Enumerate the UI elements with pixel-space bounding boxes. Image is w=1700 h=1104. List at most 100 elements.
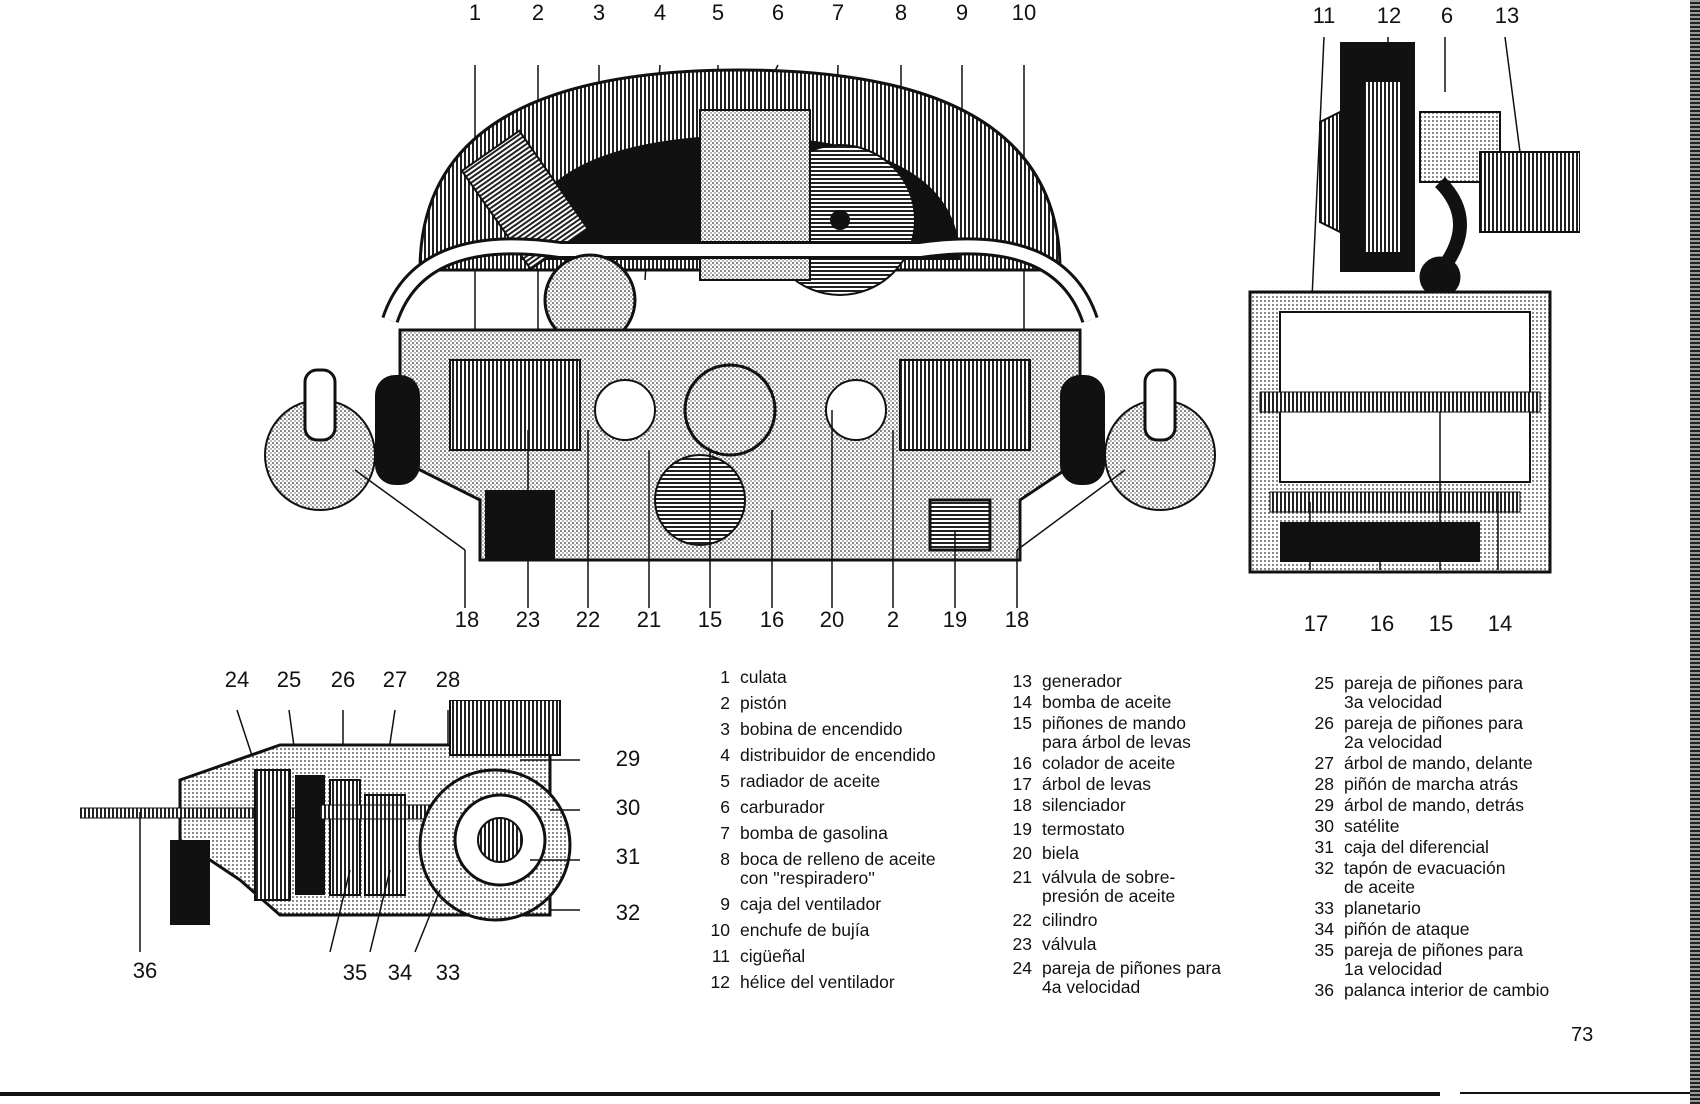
engine-side-illustration xyxy=(1248,36,1580,574)
legend-text: tapón de evacuación de aceite xyxy=(1344,858,1506,897)
legend-item: 12 hélice del ventilador xyxy=(700,973,936,992)
legend-number: 13 xyxy=(1012,671,1032,691)
legend-number: 22 xyxy=(1012,910,1032,930)
legend-text: piñón de marcha atrás xyxy=(1344,774,1519,794)
legend-text: bomba de gasolina xyxy=(740,823,888,843)
callout-label: 24 xyxy=(224,667,250,692)
callout-label: 16 xyxy=(1369,611,1395,636)
legend-text: hélice del ventilador xyxy=(740,972,895,992)
callout-label: 1 xyxy=(468,0,482,25)
legend-text: pareja de piñones para 3a velocidad xyxy=(1344,673,1524,712)
legend-item: 14 bomba de aceite xyxy=(1002,693,1221,712)
legend-text: palanca interior de cambio xyxy=(1344,980,1550,1000)
callout-label: 31 xyxy=(615,844,641,869)
legend-item: 34 piñón de ataque xyxy=(1304,920,1549,939)
legend-number: 25 xyxy=(1314,673,1334,693)
legend-text: boca de relleno de aceite con ''respirad… xyxy=(740,849,936,888)
legend-number: 33 xyxy=(1314,898,1334,918)
callout-label: 6 xyxy=(771,0,785,25)
legend-text: árbol de mando, detrás xyxy=(1344,795,1524,815)
legend-text: planetario xyxy=(1344,898,1421,918)
legend-number: 20 xyxy=(1012,843,1032,863)
legend-number: 3 xyxy=(720,719,730,739)
legend-number: 2 xyxy=(720,693,730,713)
legend-number: 26 xyxy=(1314,713,1334,733)
legend-number: 30 xyxy=(1314,816,1334,836)
callout-label: 28 xyxy=(435,667,461,692)
legend-text: piñón de ataque xyxy=(1344,919,1470,939)
legend-number: 11 xyxy=(711,946,730,966)
legend-text: carburador xyxy=(740,797,825,817)
callout-label: 12 xyxy=(1376,3,1402,28)
callout-label: 16 xyxy=(759,607,785,632)
legend-number: 28 xyxy=(1314,774,1334,794)
callout-label: 30 xyxy=(615,795,641,820)
callout-label: 18 xyxy=(1004,607,1030,632)
legend-number: 12 xyxy=(710,972,730,992)
legend-text: árbol de mando, delante xyxy=(1344,753,1533,773)
callout-label: 15 xyxy=(1428,611,1454,636)
callout-label: 21 xyxy=(636,607,662,632)
legend-text: culata xyxy=(740,667,787,687)
legend-number: 31 xyxy=(1314,837,1334,857)
legend-number: 6 xyxy=(720,797,730,817)
callout-label: 18 xyxy=(454,607,480,632)
legend-text: colador de aceite xyxy=(1042,753,1176,773)
legend-number: 10 xyxy=(710,920,730,940)
legend-number: 24 xyxy=(1012,958,1032,978)
page-bottom-edge-right xyxy=(1460,1092,1690,1094)
legend-item: 25 pareja de piñones para 3a velocidad xyxy=(1304,674,1549,712)
callout-label: 23 xyxy=(515,607,541,632)
callout-label: 22 xyxy=(575,607,601,632)
callout-label: 13 xyxy=(1494,3,1520,28)
legend-number: 14 xyxy=(1012,692,1032,712)
callout-label: 3 xyxy=(592,0,606,25)
legend-text: distribuidor de encendido xyxy=(740,745,936,765)
legend-text: válvula xyxy=(1042,934,1097,954)
callout-label: 27 xyxy=(382,667,408,692)
legend-number: 18 xyxy=(1012,795,1032,815)
callout-label: 9 xyxy=(955,0,969,25)
callout-label: 10 xyxy=(1011,0,1037,25)
legend-text: pareja de piñones para 2a velocidad xyxy=(1344,713,1524,752)
callout-label: 33 xyxy=(435,960,461,985)
legend-text: cilindro xyxy=(1042,910,1098,930)
legend-item: 28 piñón de marcha atrás xyxy=(1304,775,1549,794)
legend-number: 34 xyxy=(1314,919,1334,939)
legend-item: 22 cilindro xyxy=(1002,911,1221,930)
callout-label: 5 xyxy=(711,0,725,25)
legend-text: enchufe de bujía xyxy=(740,920,870,940)
legend-text: bomba de aceite xyxy=(1042,692,1172,712)
callout-label: 26 xyxy=(330,667,356,692)
page-number: 73 xyxy=(1571,1024,1594,1046)
legend-text: silenciador xyxy=(1042,795,1126,815)
legend-column-3: 25 pareja de piñones para 3a velocidad 26… xyxy=(1304,674,1550,1002)
callout-label: 14 xyxy=(1487,611,1513,636)
legend-item: 10 enchufe de bujía xyxy=(700,921,936,940)
callout-label: 11 xyxy=(1312,3,1336,28)
callout-label: 7 xyxy=(831,0,845,25)
legend-number: 16 xyxy=(1012,753,1032,773)
legend-text: árbol de levas xyxy=(1042,774,1151,794)
legend-text: válvula de sobre- presión de aceite xyxy=(1042,867,1176,906)
